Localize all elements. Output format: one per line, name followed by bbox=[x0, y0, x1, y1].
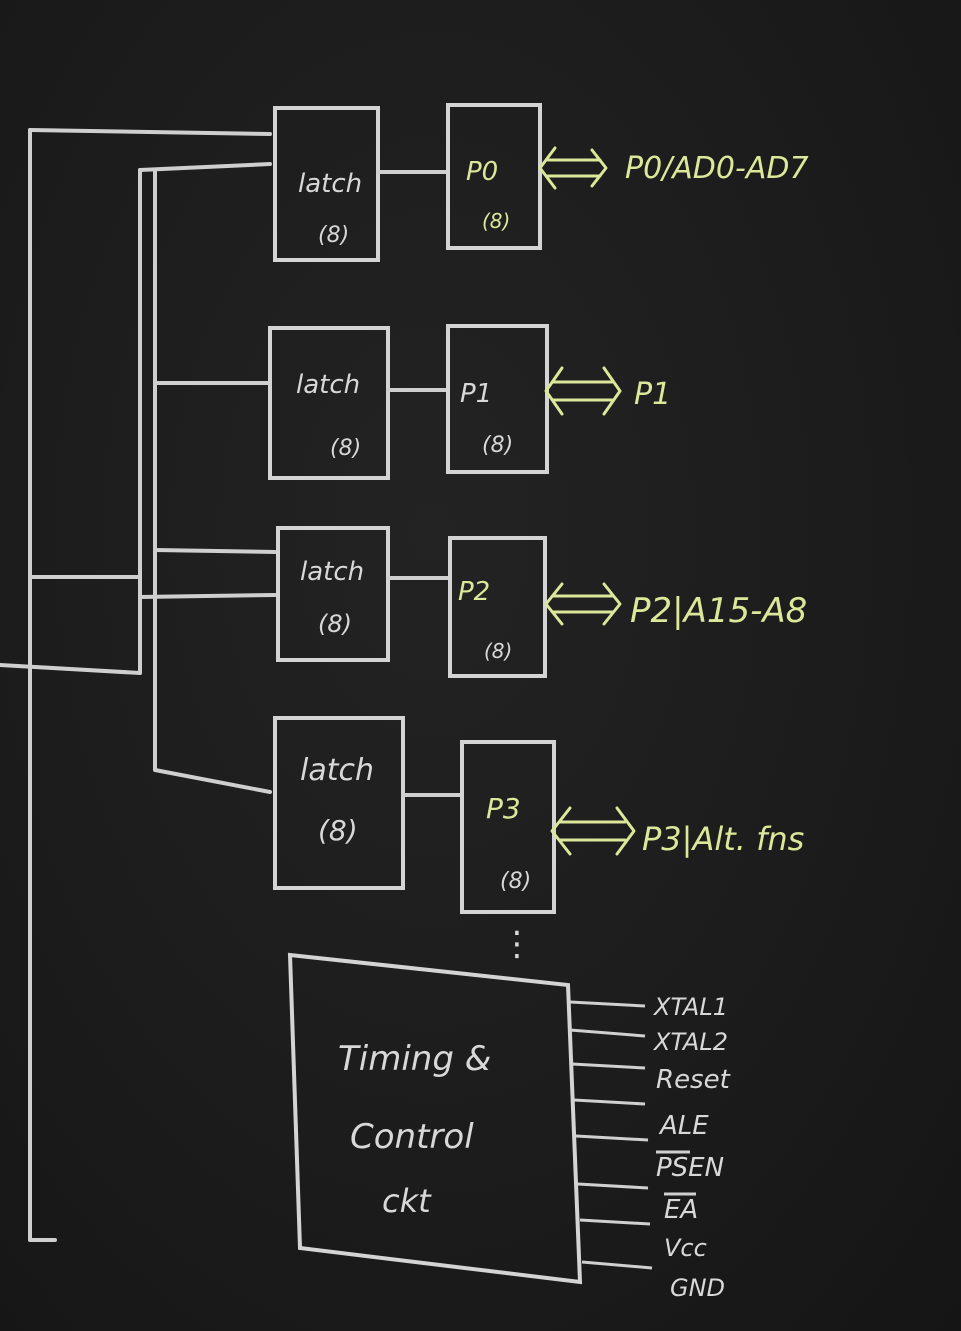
timing-control-block: Timing & Control ckt bbox=[287, 952, 583, 1285]
port-width: (8) bbox=[500, 869, 531, 894]
latch-box-2 bbox=[276, 526, 390, 662]
pin-label-reset: Reset bbox=[656, 1065, 731, 1095]
port-label: P3 bbox=[486, 792, 521, 825]
timing-control-box bbox=[287, 952, 583, 1285]
latch-box-3 bbox=[273, 716, 405, 890]
bus-top-line bbox=[28, 128, 272, 136]
pin-label-ale: ALE bbox=[658, 1111, 709, 1141]
bus-lines bbox=[0, 128, 277, 1242]
bus-left-vertical bbox=[28, 128, 57, 1242]
latch-width: (8) bbox=[318, 814, 358, 847]
port-signals: P0/AD0-AD7 P1 P2|A15-A8 P3|Alt. fns bbox=[625, 151, 809, 858]
control-pin-labels: XTAL1 XTAL2 Reset ALE PSEN EA Vcc GND bbox=[652, 993, 731, 1302]
timing-label-line1: Timing & bbox=[338, 1039, 491, 1079]
port-box-p2 bbox=[448, 536, 547, 678]
latch-box-0 bbox=[273, 106, 380, 262]
port-width: (8) bbox=[484, 639, 512, 663]
pin-label-psen: PSEN bbox=[656, 1153, 724, 1183]
port-width: (8) bbox=[482, 209, 510, 233]
double-arrow-icon bbox=[544, 582, 622, 626]
latch-label: latch bbox=[296, 370, 360, 400]
timing-label-line2: Control bbox=[350, 1117, 474, 1157]
pin-label-ea: EA bbox=[664, 1195, 698, 1225]
timing-label-line3: ckt bbox=[382, 1182, 432, 1220]
port-label: P2 bbox=[458, 577, 490, 607]
latch-box-1 bbox=[268, 326, 390, 480]
double-arrow-icon bbox=[550, 806, 636, 856]
double-arrow-icon bbox=[538, 146, 608, 190]
bus-branch-latch2a bbox=[153, 548, 277, 554]
port-label: P1 bbox=[460, 379, 492, 409]
latch-width: (8) bbox=[330, 436, 361, 461]
port-signal: P1 bbox=[634, 377, 671, 412]
latch-port-connectors bbox=[376, 170, 464, 797]
port-signal: P2|A15-A8 bbox=[630, 591, 807, 631]
port-signal: P3|Alt. fns bbox=[642, 820, 804, 858]
bus-left-tap-2 bbox=[0, 663, 142, 675]
port-label: P0 bbox=[466, 157, 498, 187]
pin-label-vcc: Vcc bbox=[664, 1234, 707, 1262]
latch-width: (8) bbox=[318, 223, 349, 248]
pin-label-xtal2: XTAL2 bbox=[652, 1028, 728, 1056]
pin-label-xtal1: XTAL1 bbox=[652, 993, 728, 1021]
latch-label: latch bbox=[300, 557, 364, 587]
port-column: P0 (8) P1 (8) P2 (8) P3 (8) bbox=[446, 103, 556, 914]
port-signal: P0/AD0-AD7 bbox=[625, 151, 809, 186]
bus-branch-vertical bbox=[153, 168, 272, 794]
latch-column: latch (8) latch (8) latch (8) latch (8) bbox=[268, 106, 405, 890]
latch-width: (8) bbox=[318, 610, 352, 638]
latch-label: latch bbox=[300, 753, 374, 788]
bus-branch-latch2b bbox=[138, 593, 277, 599]
latch-label: latch bbox=[298, 169, 362, 199]
port-box-p0 bbox=[446, 103, 542, 250]
double-arrow-icon bbox=[544, 366, 622, 416]
bus-inner-top bbox=[138, 162, 272, 172]
pin-label-gnd: GND bbox=[670, 1274, 725, 1302]
control-pin-stubs bbox=[569, 1000, 653, 1270]
continuation-dots: ⋮ bbox=[500, 924, 534, 964]
bidirectional-arrows bbox=[538, 146, 636, 856]
port-box-p1 bbox=[446, 324, 549, 474]
port-width: (8) bbox=[482, 433, 513, 458]
